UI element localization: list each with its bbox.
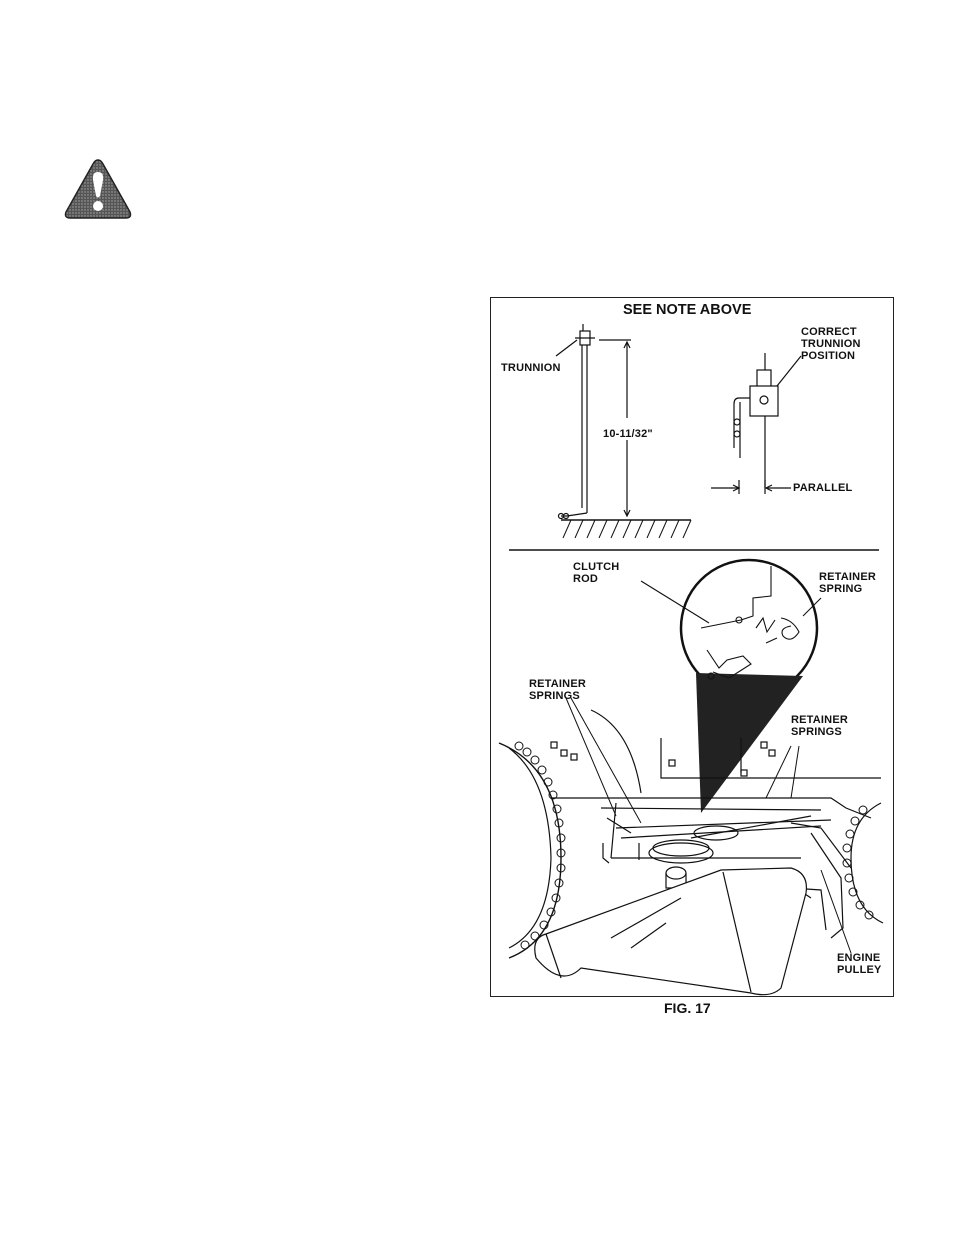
- figure-caption: FIG. 17: [664, 1000, 711, 1016]
- retainer-spring-label: RETAINER SPRING: [819, 571, 876, 595]
- parallel-label: PARALLEL: [793, 482, 852, 494]
- figure-illustration: [491, 298, 893, 996]
- measurement-label: 10-11/32": [603, 428, 653, 440]
- retainer-springs-left-label: RETAINER SPRINGS: [529, 678, 586, 702]
- clutch-rod-label: CLUTCH ROD: [573, 561, 619, 585]
- warning-triangle-icon: [63, 158, 133, 220]
- engine-pulley-label: ENGINE PULLEY: [837, 952, 882, 976]
- correct-trunnion-position-label: CORRECT TRUNNION POSITION: [801, 326, 861, 362]
- trunnion-label: TRUNNION: [501, 362, 561, 374]
- figure-17-panel: SEE NOTE ABOVE: [490, 297, 894, 997]
- retainer-springs-right-label: RETAINER SPRINGS: [791, 714, 848, 738]
